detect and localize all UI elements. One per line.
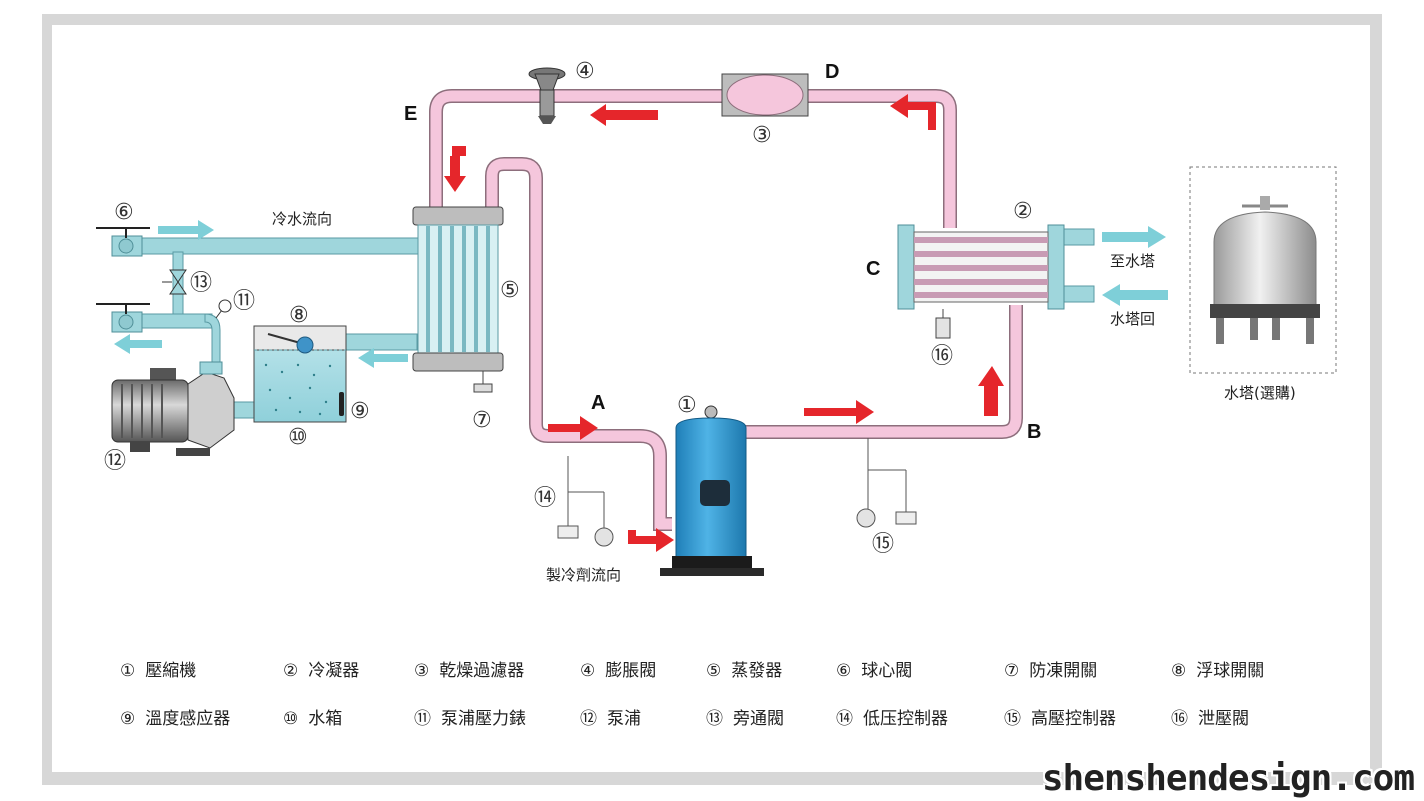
legend-text: 防凍開關 [1029, 661, 1098, 681]
marker-13: ⑬ [190, 271, 212, 296]
marker-7: ⑦ [472, 408, 492, 433]
legend-number: ⑤ [706, 661, 722, 681]
pressure-gauge [215, 299, 232, 319]
point-a: A [591, 392, 605, 414]
marker-12: ⑫ [104, 449, 126, 474]
high-pressure-controller [856, 438, 917, 528]
dryer-filter [721, 73, 809, 117]
condenser [897, 224, 1065, 339]
legend-item: ⑫ 泵浦 [580, 704, 641, 729]
legend-item: ⑤ 蒸發器 [706, 656, 782, 681]
legend-text: 乾燥過濾器 [439, 661, 525, 681]
legend-number: ⑦ [1004, 661, 1020, 681]
legend-item: ③ 乾燥過濾器 [414, 656, 524, 681]
legend-item: ⑩ 水箱 [283, 704, 342, 729]
legend-text: 泄壓閥 [1198, 709, 1249, 729]
ball-valves [96, 227, 150, 333]
legend-item: ⑦ 防凍開關 [1004, 656, 1097, 681]
legend-item: ⑪ 泵浦壓力錶 [414, 704, 526, 729]
legend-number: ⑫ [580, 709, 597, 729]
watermark: shenshendesign.com [1041, 758, 1415, 799]
evaporator [412, 206, 504, 393]
pump [111, 361, 235, 456]
legend-item: ⑮ 高壓控制器 [1004, 704, 1116, 729]
low-pressure-controller [557, 456, 614, 547]
legend-text: 冷凝器 [308, 661, 360, 681]
legend-number: ⑮ [1004, 709, 1021, 729]
legend-number: ⑬ [706, 709, 723, 729]
compressor [660, 405, 764, 576]
legend-text: 蒸發器 [731, 661, 783, 681]
marker-10: ⑩ [288, 425, 308, 450]
point-e: E [404, 103, 417, 125]
marker-9: ⑨ [350, 399, 370, 424]
to-tower-label: 至水塔 [1110, 252, 1155, 270]
legend-number: ⑭ [836, 709, 853, 729]
refrigerant-flow-arrows [444, 94, 1004, 552]
marker-8: ⑧ [289, 303, 309, 328]
water-tank [253, 325, 347, 423]
marker-3: ③ [752, 123, 772, 148]
legend-text: 旁通閥 [733, 709, 784, 729]
point-d: D [825, 61, 839, 83]
refrigerant-pipes [429, 89, 1023, 531]
water-pipes [139, 228, 1095, 419]
legend-item: ⑥ 球心閥 [836, 656, 912, 681]
marker-2: ② [1013, 199, 1033, 224]
tower-optional-label: 水塔(選購) [1224, 384, 1296, 402]
bypass-valve [162, 269, 187, 295]
legend-number: ⑩ [283, 709, 299, 729]
legend-text: 泵浦 [607, 709, 641, 729]
marker-6: ⑥ [114, 200, 134, 225]
marker-1: ① [677, 393, 697, 418]
legend-number: ① [120, 661, 136, 681]
expansion-valve [528, 67, 566, 124]
legend-item: ⑯ 泄壓閥 [1171, 704, 1249, 729]
marker-11: ⑪ [233, 289, 255, 314]
legend-item: ① 壓縮機 [120, 656, 196, 681]
legend-text: 低压控制器 [863, 709, 948, 729]
marker-15: ⑮ [872, 532, 894, 557]
legend-number: ② [283, 661, 299, 681]
legend-text: 泵浦壓力錶 [441, 709, 526, 729]
marker-5: ⑤ [500, 278, 520, 303]
marker-14: ⑭ [534, 486, 556, 511]
legend-text: 浮球開關 [1196, 661, 1265, 681]
legend-number: ⑥ [836, 661, 852, 681]
tower-return-label: 水塔回 [1110, 310, 1155, 328]
legend-item: ⑭ 低压控制器 [836, 704, 948, 729]
legend-text: 膨脹閥 [605, 661, 657, 681]
legend-item: ⑧ 浮球開關 [1171, 656, 1264, 681]
legend-item: ② 冷凝器 [283, 656, 359, 681]
legend-number: ⑨ [120, 709, 136, 729]
chilled-water-flow-label: 冷水流向 [272, 210, 332, 228]
legend-text: 水箱 [308, 709, 343, 729]
legend-number: ③ [414, 661, 430, 681]
water-flow-arrows [114, 220, 1168, 368]
marker-4: ④ [575, 59, 595, 84]
legend-item: ④ 膨脹閥 [580, 656, 656, 681]
legend-number: ⑧ [1171, 661, 1187, 681]
point-c: C [866, 258, 880, 280]
cooling-tower [1189, 166, 1337, 374]
marker-16: ⑯ [931, 344, 953, 369]
refrigerant-flow-label: 製冷劑流向 [546, 566, 621, 584]
legend-text: 高壓控制器 [1031, 709, 1116, 729]
legend-item: ⑬ 旁通閥 [706, 704, 784, 729]
legend-text: 溫度感应器 [145, 709, 231, 729]
legend-number: ④ [580, 661, 596, 681]
legend-item: ⑨ 溫度感应器 [120, 704, 230, 729]
legend-number: ⑪ [414, 709, 431, 729]
legend-text: 壓縮機 [145, 661, 197, 681]
legend-text: 球心閥 [861, 661, 913, 681]
point-b: B [1027, 421, 1041, 443]
legend-number: ⑯ [1171, 709, 1188, 729]
